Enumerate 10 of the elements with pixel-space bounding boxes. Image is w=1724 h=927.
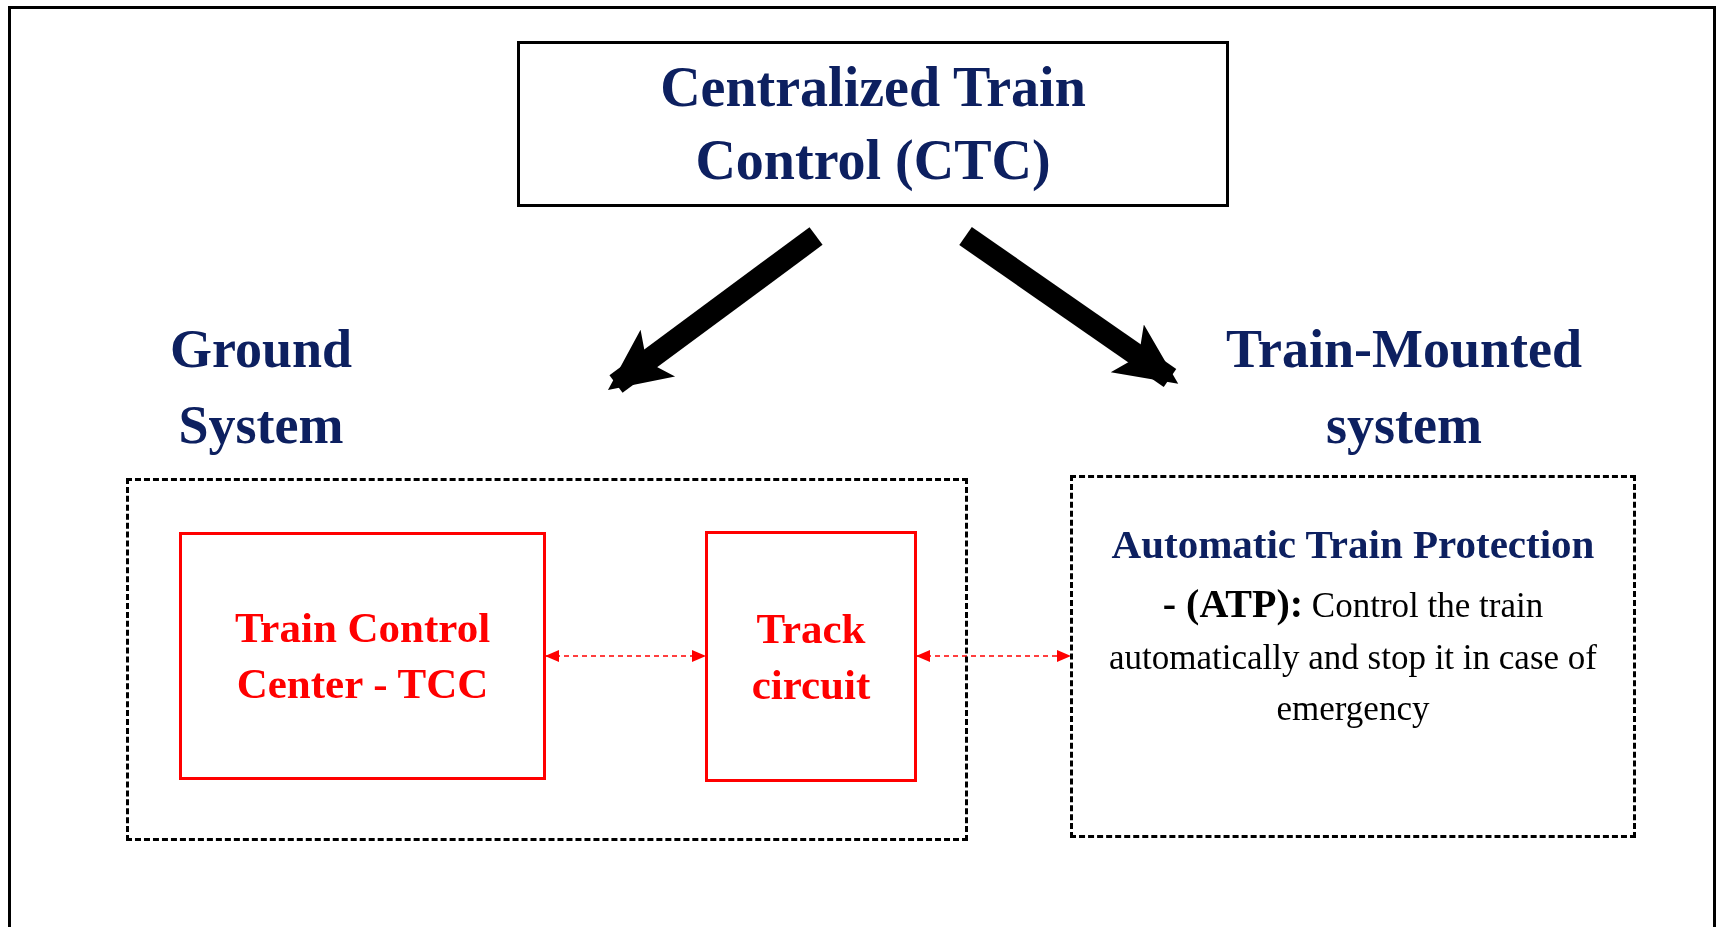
description-text: - (ATP): Control the train automatically and stop it in case of emergency (1108, 580, 1598, 731)
box-label: Track circuit (750, 603, 872, 710)
title-text: Centralized Train Control (CTC) (659, 55, 1087, 193)
box-label: Train Control Center - TCC (233, 603, 492, 709)
thick-arrow (607, 227, 823, 393)
group-heading: Train-Mounted system (1225, 318, 1583, 457)
thick-arrow (959, 226, 1179, 388)
subsystem-heading: Automatic Train Protection (1110, 520, 1596, 569)
connector-arrow (545, 650, 706, 662)
group-heading: Ground System (168, 318, 354, 457)
